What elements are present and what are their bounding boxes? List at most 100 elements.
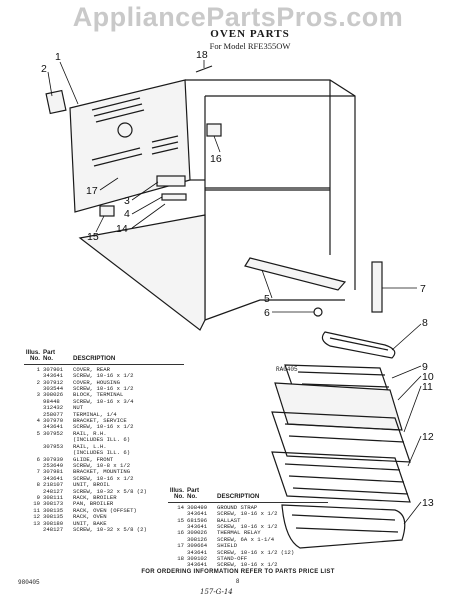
description-cell: SCREW, 10-16 x 1/2 [73,474,134,482]
illus-no-cell: 18 [177,555,184,563]
description-cell: RAIL, R.H. [73,429,107,437]
housing-cover [45,89,67,115]
description-cell: NUT [73,404,84,412]
site-watermark: AppliancePartsPros.com [72,2,404,32]
no-header: No. [174,493,184,501]
oven-rack [271,451,411,503]
description-cell: RACK, OVEN (OFFSET) [73,506,137,514]
thermal-relay [206,123,222,137]
illus-no-cell: 1 [36,365,40,373]
table-row: (INCLUDES ILL. 6) [24,436,184,444]
part-no-cell: 307901 [43,365,64,373]
description-cell: BRACKET, MOUNTING [73,468,131,476]
service-bracket [161,193,187,201]
description-cell: SCREW, 10-16 x 1/2 (12) [217,548,295,556]
part-no-cell: 98448 [43,397,60,405]
callout-3: 3 [124,195,130,207]
callout-2: 2 [41,63,47,75]
terminal-block [156,175,186,187]
callout-5: 5 [264,293,270,305]
table-header-row-1: Illus. Part [168,487,328,494]
table-row: 343641 SCREW, 10-16 x 1/2 (12) [168,548,328,556]
illus-no-cell: 5 [36,429,40,437]
footer-code: 980405 [18,579,40,586]
illus-no-cell: 4 [36,417,40,425]
part-no-cell: 253649 [43,461,64,469]
callout-4: 4 [124,208,130,220]
description-cell: BRACKET, SERVICE [73,417,127,425]
part-header: Part [187,487,200,494]
description-cell: SCREW, 10-32 x 5/8 (2) [73,487,147,495]
description-cell: (INCLUDES ILL. 6) [73,449,131,457]
illus-no-cell: 16 [177,529,184,537]
description-cell: SCREW, 10-16 x 3/4 [73,397,134,405]
illus-no-cell: 10 [33,500,40,508]
part-no-cell: 308173 [43,500,64,508]
description-cell: SCREW, 6A x 1-1/4 [217,535,275,543]
callout-11: 11 [422,381,433,393]
front-glide [313,307,323,317]
illus-no-cell [168,562,187,568]
part-no-header: No. [43,355,53,363]
illus-no-cell: 7 [36,468,40,476]
description-cell: COVER, REAR [73,365,110,373]
illus-no-cell: 17 [177,542,184,550]
part-no-cell: 312432 [43,404,64,412]
diagram-reference-code: RA0405 [276,366,298,373]
table-row: 253649 SCREW, 10-8 x 1/2 [24,461,184,469]
part-no-header: No. [187,493,197,501]
part-no-cell: 343641 [187,548,208,556]
description-cell: (INCLUDES ILL. 6) [73,436,131,444]
mounting-bracket [371,261,383,313]
description-cell: SCREW, 10-16 x 1/2 [217,510,278,518]
part-no-cell: 308135 [43,506,64,514]
part-no-cell: 343641 [43,372,64,380]
table-header-row-1: Illus. Part [24,349,184,356]
callout-17: 17 [86,185,98,197]
description-header: DESCRIPTION [73,355,116,363]
description-cell: SCREW, 10-8 x 1/2 [73,461,131,469]
part-no-cell: 308180 [43,519,64,527]
illus-header: Illus. [25,349,40,356]
part-no-cell: 218107 [43,481,64,489]
side-panel [78,214,206,331]
illus-no-cell: 8 [36,481,40,489]
part-no-cell: 258077 [43,410,64,418]
part-no-cell: 309102 [187,555,208,563]
description-cell: GROUND STRAP [217,503,258,511]
callout-8: 8 [422,317,428,329]
illus-no-cell: 15 [177,516,184,524]
part-no-cell: 309026 [187,529,208,537]
illus-no-cell: 14 [177,503,184,511]
description-cell: BLOCK, TERMINAL [73,391,124,399]
description-cell: THERMAL RELAY [217,529,261,537]
description-cell: UNIT, BAKE [73,519,107,527]
callout-7: 7 [420,283,426,295]
broil-unit [321,331,396,359]
stand-off [195,65,213,73]
part-no-cell: 308026 [43,391,64,399]
table-header-row-2: No. No. DESCRIPTION [168,493,328,501]
description-cell: SCREW, 10-16 x 1/2 [73,423,134,431]
diagram-subtitle: For Model RFE355OW [209,41,291,51]
ballast [99,205,115,217]
description-cell: COVER, HOUSING [73,378,120,386]
